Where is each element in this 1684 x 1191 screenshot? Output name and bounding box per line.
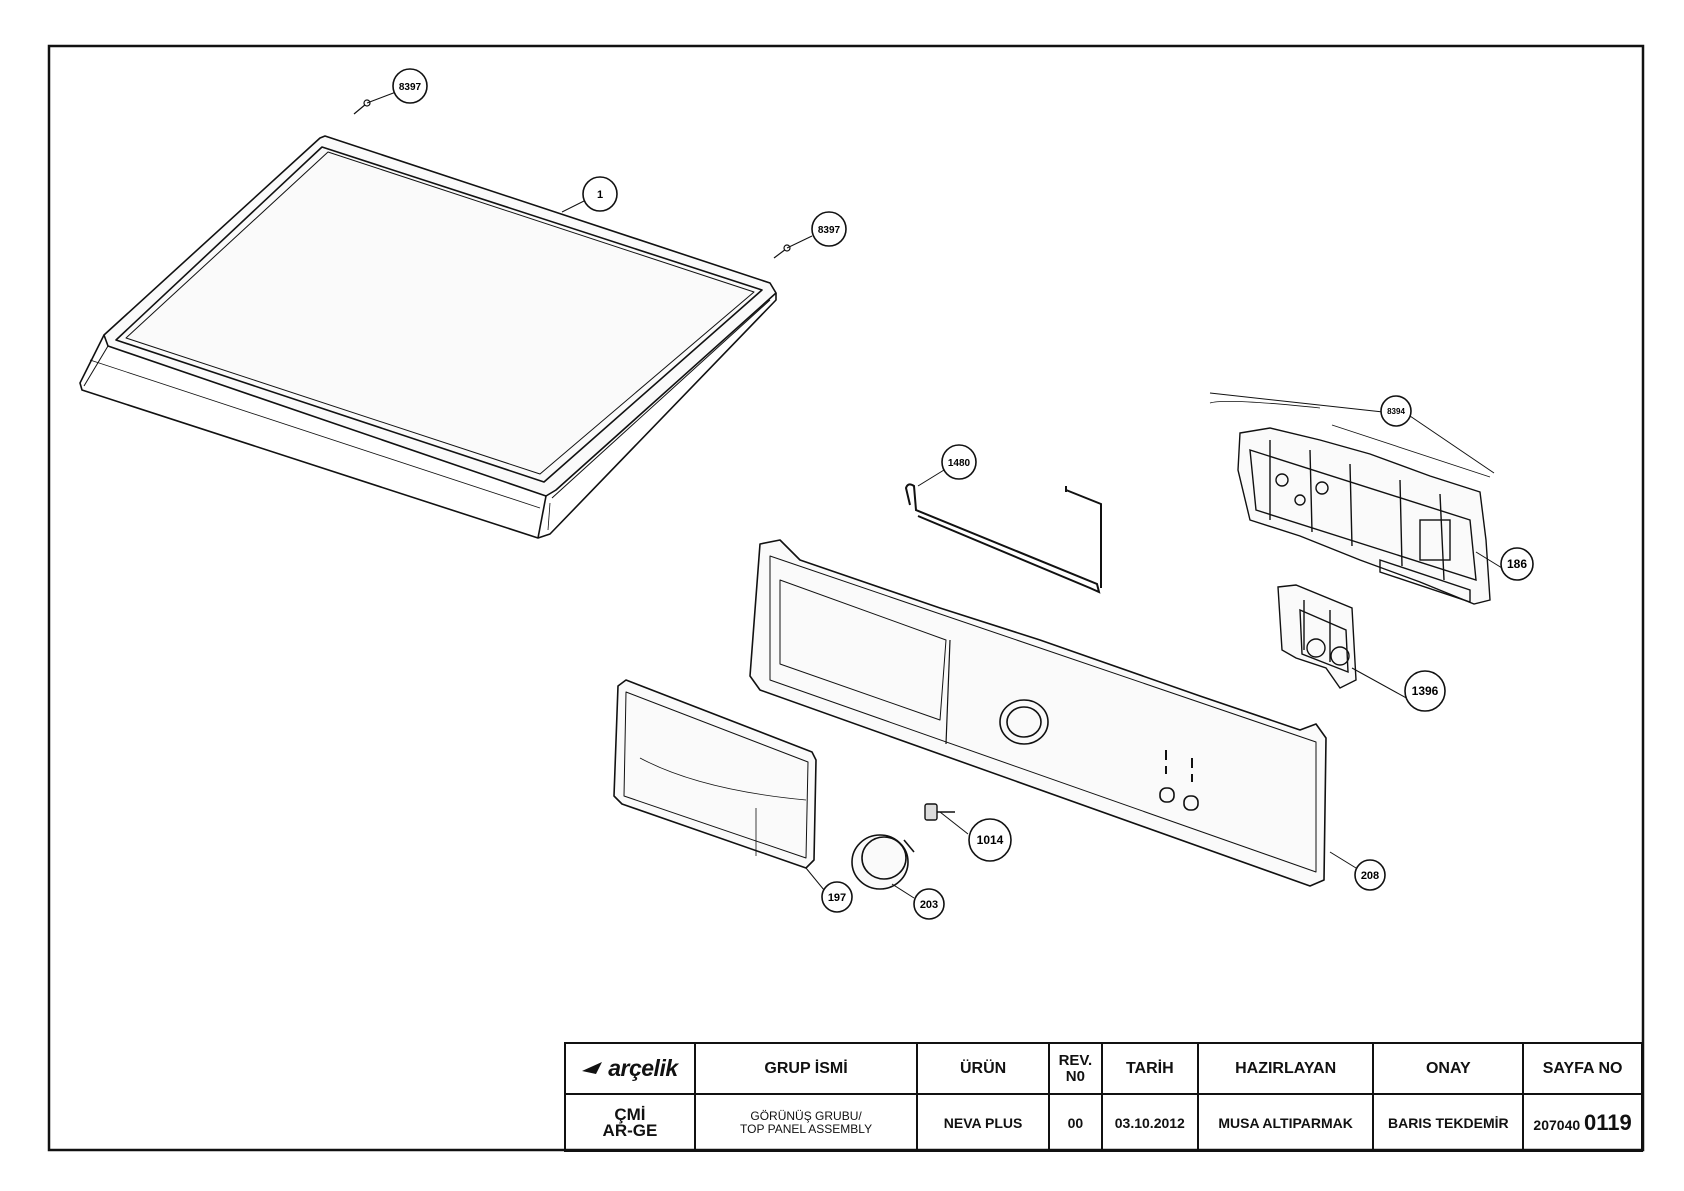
- svg-text:197: 197: [828, 892, 846, 904]
- arcelik-logo-icon: [582, 1061, 603, 1074]
- callout-1396: 1396: [1404, 670, 1446, 712]
- header-onay: ONAY: [1372, 1042, 1525, 1095]
- product-value: NEVA PLUS: [916, 1093, 1050, 1152]
- part-control-panel: [749, 539, 1327, 887]
- logo-text: arçelik: [608, 1055, 678, 1081]
- header-rev-no: REV. N0: [1047, 1042, 1103, 1095]
- header-rev-line2: N0: [1065, 1067, 1085, 1085]
- dept-cell: ÇMİ AR-GE: [564, 1093, 696, 1152]
- page-number-suffix: 0119: [1584, 1109, 1632, 1135]
- part-wire-rod: [904, 483, 1102, 594]
- callout-1014: 1014: [968, 818, 1012, 862]
- callout-1: 1: [582, 176, 618, 212]
- header-tarih: TARİH: [1100, 1042, 1199, 1095]
- screw-8397-a: [353, 99, 371, 115]
- callout-208: 208: [1354, 859, 1386, 891]
- svg-text:1: 1: [597, 189, 603, 201]
- screw-8397-b: [773, 244, 791, 259]
- page-number-prefix: 207040: [1533, 1116, 1581, 1133]
- svg-text:186: 186: [1507, 557, 1527, 571]
- header-urun: ÜRÜN: [916, 1042, 1050, 1095]
- dept-line1: ÇMİ: [614, 1104, 646, 1124]
- callout-197: 197: [821, 881, 853, 913]
- svg-text:208: 208: [1361, 870, 1379, 882]
- callout-bubbles: 8397 1 8397 1480 8394 186 1396 208: [392, 68, 1534, 920]
- svg-text:8394: 8394: [1387, 407, 1405, 416]
- leader-lines: [366, 91, 1503, 899]
- svg-text:203: 203: [920, 899, 938, 911]
- title-block: arçelik GRUP İSMİ ÜRÜN REV. N0 TARİH HAZ…: [564, 1042, 1643, 1152]
- svg-text:1480: 1480: [948, 458, 971, 469]
- group-line2: TOP PANEL ASSEMBLY: [740, 1121, 873, 1136]
- part-electronics-board: [1209, 400, 1491, 605]
- callout-8397-b: 8397: [811, 211, 847, 247]
- part-top-lid: [79, 135, 777, 539]
- group-name-cell: GÖRÜNÜŞ GRUBU/ TOP PANEL ASSEMBLY: [693, 1093, 919, 1152]
- header-sayfa-no: SAYFA NO: [1522, 1042, 1643, 1095]
- header-hazirlayan: HAZIRLAYAN: [1196, 1042, 1375, 1095]
- part-knob: [851, 834, 915, 890]
- svg-text:1014: 1014: [977, 833, 1004, 847]
- dept-line2: AR-GE: [602, 1120, 658, 1140]
- prepared-by-value: MUSA ALTIPARMAK: [1196, 1093, 1375, 1152]
- callout-1480: 1480: [941, 444, 977, 480]
- header-grup-ismi: GRUP İSMİ: [693, 1042, 919, 1095]
- header-rev-line1: REV.: [1058, 1051, 1093, 1069]
- page-number-cell: 207040 0119: [1522, 1093, 1643, 1152]
- date-value: 03.10.2012: [1100, 1093, 1199, 1152]
- part-drawer-front: [613, 679, 817, 869]
- callout-186: 186: [1500, 547, 1534, 581]
- logo-cell: arçelik: [564, 1042, 696, 1095]
- svg-text:8397: 8397: [399, 82, 422, 93]
- part-sub-board: [1277, 584, 1357, 689]
- callout-8394: 8394: [1380, 395, 1412, 427]
- callout-8397-a: 8397: [392, 68, 428, 104]
- rev-value: 00: [1047, 1093, 1103, 1152]
- callout-203: 203: [913, 888, 945, 920]
- group-line1: GÖRÜNÜŞ GRUBU/: [750, 1108, 862, 1123]
- svg-text:8397: 8397: [818, 225, 841, 236]
- svg-text:1396: 1396: [1412, 684, 1439, 698]
- approved-by-value: BARIS TEKDEMİR: [1372, 1093, 1525, 1152]
